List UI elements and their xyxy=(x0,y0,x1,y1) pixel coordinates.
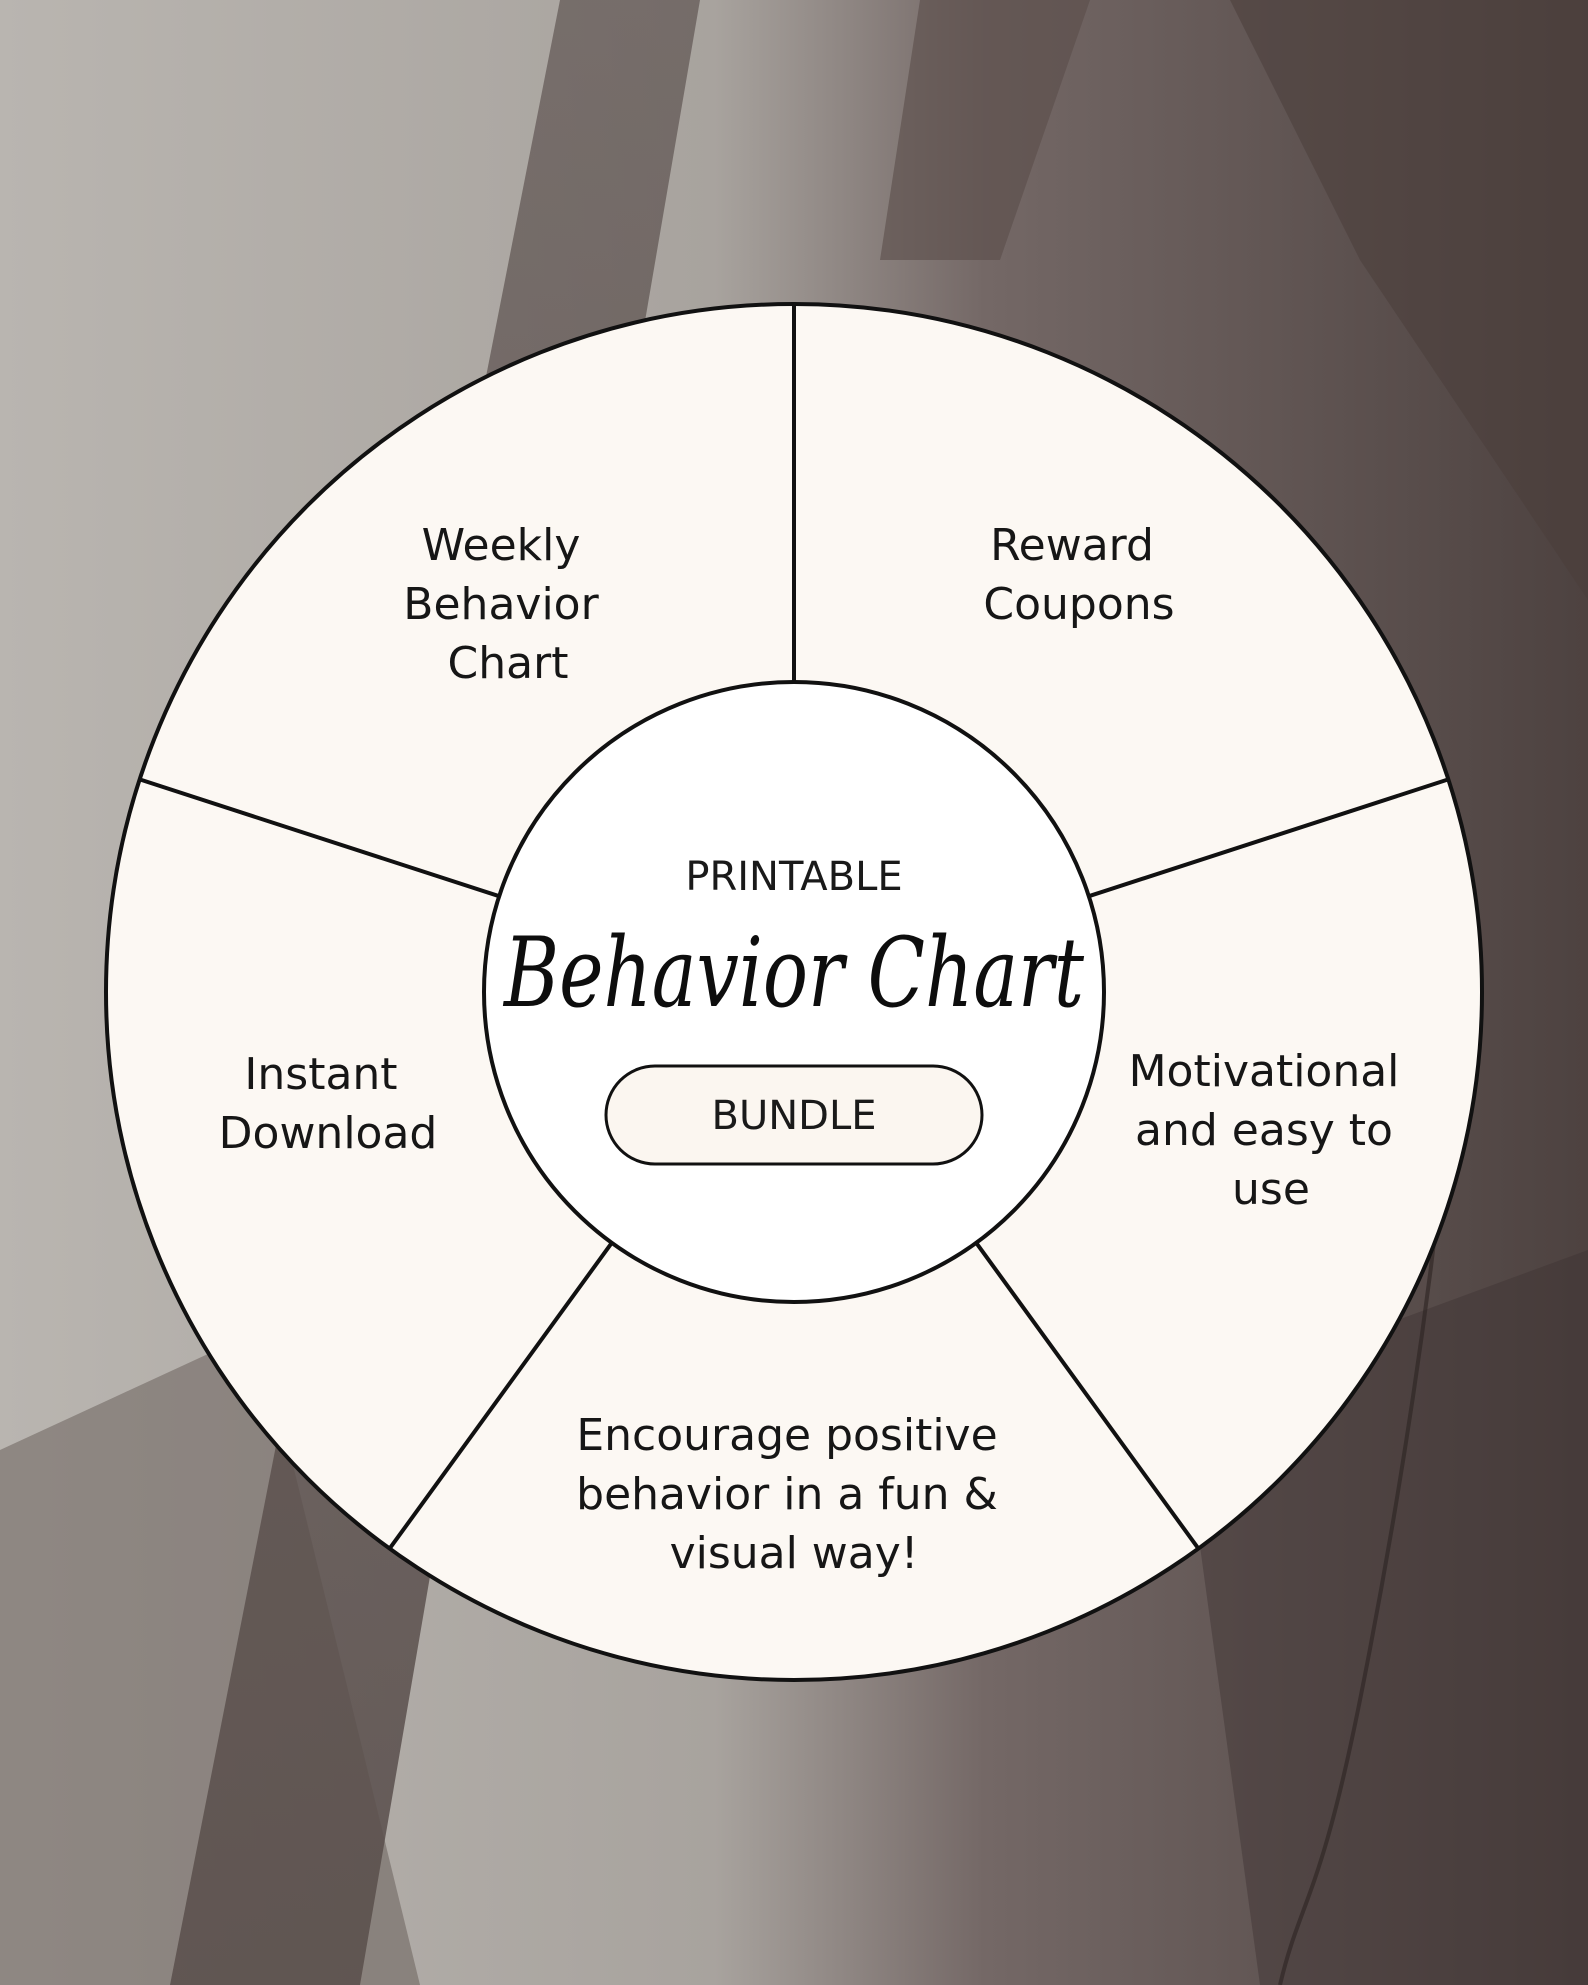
center-kicker: PRINTABLE xyxy=(685,854,902,900)
segment-divider xyxy=(387,1241,614,1550)
bundle-badge-pill xyxy=(604,1064,984,1166)
segment-weekly-label: Weekly Behavior Chart xyxy=(403,520,612,689)
segment-dividers xyxy=(139,304,1449,1550)
shadow-corner xyxy=(1230,0,1588,600)
segment-motivational-label: Motivational and easy to use xyxy=(1129,1046,1414,1215)
bundle-badge-label: BUNDLE xyxy=(712,1093,877,1139)
segment-reward-label: Reward Coupons xyxy=(983,520,1174,630)
center-title: Behavior Chart xyxy=(502,917,1084,1029)
segment-divider xyxy=(1088,777,1449,899)
shadow-stripe-top xyxy=(880,0,1090,260)
segment-divider xyxy=(139,777,500,899)
segment-instant-label: Instant Download xyxy=(219,1049,438,1159)
shadow-bottom-left xyxy=(0,1330,420,1985)
bundle-badge: BUNDLE xyxy=(604,1064,984,1166)
segment-divider xyxy=(974,1241,1201,1550)
crack-line xyxy=(1278,1099,1452,1985)
segment-encourage-label: Encourage positive behavior in a fun & v… xyxy=(576,1410,1012,1579)
